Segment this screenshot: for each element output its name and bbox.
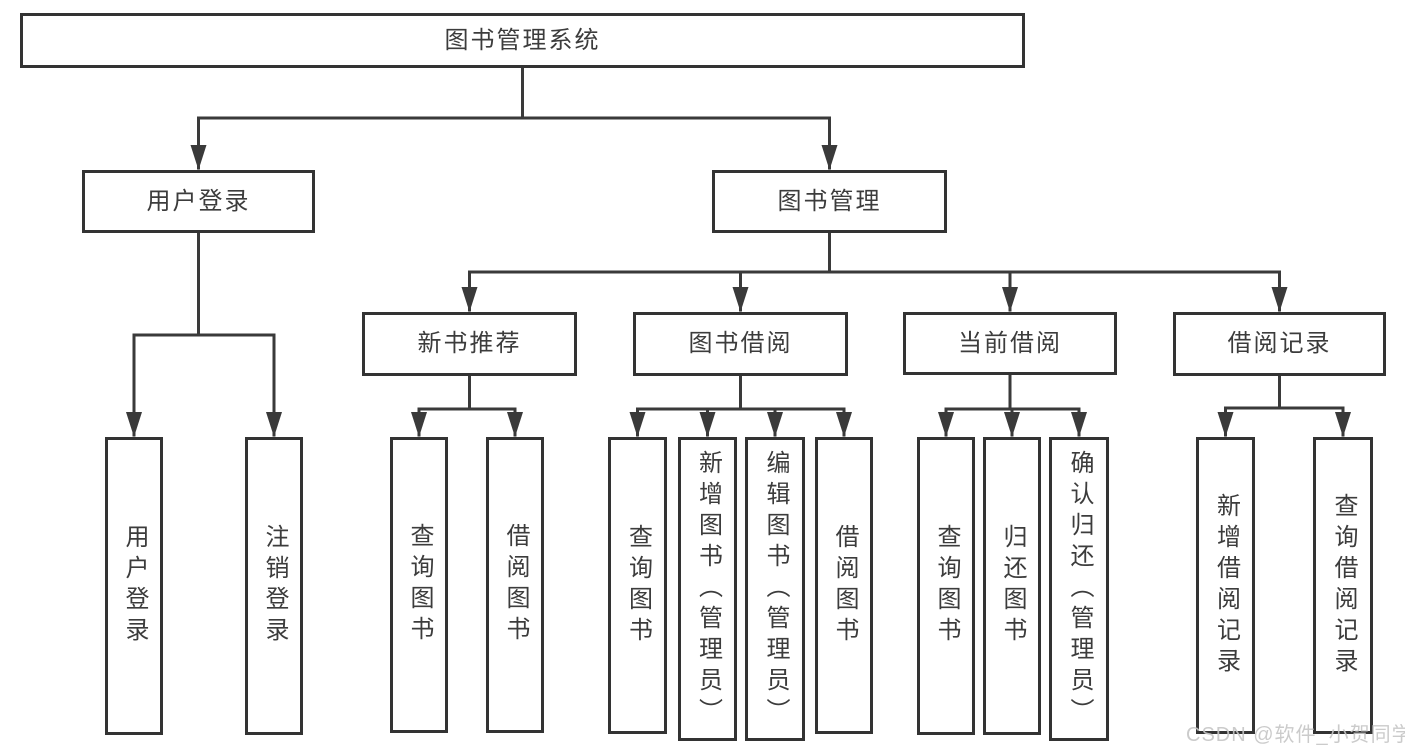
node-root: 图书管理系统 <box>20 13 1025 68</box>
arrowhead-login-user <box>126 412 142 437</box>
node-label-cb-confirm: 确认归还（管理员） <box>1066 449 1093 729</box>
node-user-login: 用户登录 <box>82 170 315 233</box>
arrowhead-borrow-records <box>1271 287 1288 312</box>
node-book-borrow: 图书借阅 <box>633 312 848 376</box>
node-label-user-login: 用户登录 <box>146 187 251 215</box>
arrowhead-user-login <box>190 145 207 170</box>
node-new-book-rec: 新书推荐 <box>362 312 577 376</box>
node-bb-borrow: 借阅图书 <box>815 437 873 734</box>
arrowhead-rec-borrow <box>507 412 523 437</box>
node-label-br-add: 新增借阅记录 <box>1212 492 1240 679</box>
node-bb-query: 查询图书 <box>608 437 667 734</box>
node-book-mgmt: 图书管理 <box>712 170 947 233</box>
csdn-watermark: CSDN @软件_小贺同学 <box>1186 724 1405 746</box>
node-label-current-borrow: 当前借阅 <box>958 329 1062 357</box>
node-current-borrow: 当前借阅 <box>903 312 1117 375</box>
arrowhead-book-mgmt <box>821 145 838 170</box>
node-label-login-logout: 注销登录 <box>261 524 288 648</box>
arrowhead-bb-edit <box>767 412 783 437</box>
node-login-user: 用户登录 <box>105 437 163 735</box>
node-br-add: 新增借阅记录 <box>1196 437 1255 734</box>
arrowhead-cb-query <box>938 412 954 437</box>
node-label-login-user: 用户登录 <box>121 524 148 648</box>
node-bb-add: 新增图书（管理员） <box>678 437 737 741</box>
node-cb-confirm: 确认归还（管理员） <box>1049 437 1109 741</box>
node-label-borrow-records: 借阅记录 <box>1227 330 1332 357</box>
node-label-book-borrow: 图书借阅 <box>688 330 793 357</box>
node-cb-return: 归还图书 <box>983 437 1041 735</box>
node-label-rec-borrow: 借阅图书 <box>502 523 529 647</box>
arrowhead-cb-return <box>1004 412 1020 437</box>
node-label-bb-edit: 编辑图书（管理员） <box>762 449 789 729</box>
arrowhead-bb-query <box>629 412 646 437</box>
node-rec-query: 查询图书 <box>390 437 448 733</box>
node-label-cb-return: 归还图书 <box>999 524 1026 648</box>
arrowhead-br-query <box>1335 412 1351 437</box>
arrowhead-cb-confirm <box>1071 412 1087 437</box>
arrowhead-bb-add <box>699 412 716 437</box>
arrowhead-br-add <box>1217 412 1234 437</box>
node-label-br-query: 查询借阅记录 <box>1330 492 1357 679</box>
node-label-bb-borrow: 借阅图书 <box>831 523 858 648</box>
node-label-book-mgmt: 图书管理 <box>777 187 882 215</box>
node-borrow-records: 借阅记录 <box>1173 312 1386 376</box>
arrowhead-current-borrow <box>1002 287 1018 312</box>
arrowhead-new-book-rec <box>461 287 478 312</box>
node-cb-query: 查询图书 <box>917 437 975 735</box>
node-label-bb-query: 查询图书 <box>624 523 652 648</box>
arrowhead-bb-borrow <box>836 412 852 437</box>
arrowhead-rec-query <box>411 412 427 437</box>
node-label-new-book-rec: 新书推荐 <box>417 330 522 357</box>
arrowhead-book-borrow <box>732 287 749 312</box>
node-br-query: 查询借阅记录 <box>1313 437 1373 734</box>
node-rec-borrow: 借阅图书 <box>486 437 544 733</box>
node-label-bb-add: 新增图书（管理员） <box>694 449 722 729</box>
node-label-root: 图书管理系统 <box>444 26 601 54</box>
node-login-logout: 注销登录 <box>245 437 303 735</box>
node-bb-edit: 编辑图书（管理员） <box>745 437 805 741</box>
node-label-rec-query: 查询图书 <box>406 523 433 647</box>
arrowhead-login-logout <box>266 412 282 437</box>
node-label-cb-query: 查询图书 <box>933 524 960 648</box>
